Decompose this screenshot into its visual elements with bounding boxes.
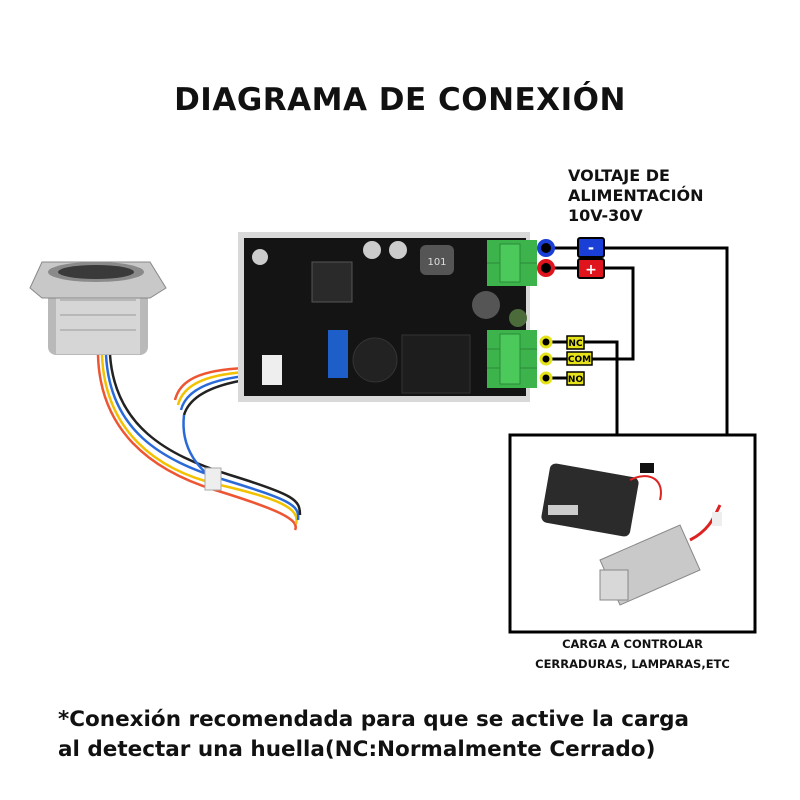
controller-board: 101: [238, 232, 530, 402]
power-label-line2: ALIMENTACIÓN: [568, 186, 704, 205]
no-label: NO: [568, 375, 584, 385]
diagram-title: DIAGRAMA DE CONEXIÓN: [174, 82, 626, 118]
com-label: COM: [568, 355, 591, 365]
power-supply-label: VOLTAJE DE ALIMENTACIÓN 10V-30V: [568, 166, 704, 226]
power-label-line1: VOLTAJE DE: [568, 166, 670, 185]
nc-terminal-icon: [539, 335, 553, 349]
com-terminal-icon: [539, 352, 553, 366]
load-caption-line2: CERRADURAS, LAMPARAS,ETC: [535, 657, 730, 671]
sensor-cable: [96, 354, 302, 531]
negative-terminal-icon: [537, 239, 555, 257]
negative-label: -: [588, 239, 594, 257]
load-caption-line1: CARGA A CONTROLAR: [562, 637, 703, 651]
footer-note-line1: *Conexión recomendada para que se active…: [58, 707, 689, 732]
power-terminal-block: [487, 240, 537, 286]
power-label-line3: 10V-30V: [568, 206, 643, 225]
load-box: [508, 433, 757, 634]
solenoid-lock: [599, 504, 722, 606]
wiring: [546, 246, 729, 436]
electronic-lock-black: [541, 463, 662, 537]
nc-label: NC: [568, 339, 583, 349]
svg-text:101: 101: [427, 257, 446, 268]
relay-terminal-block: [487, 330, 537, 388]
positive-terminal-icon: [537, 259, 555, 277]
fingerprint-sensor: [29, 261, 167, 355]
footer-note-line2: al detectar una huella(NC:Normalmente Ce…: [58, 737, 656, 762]
positive-label: +: [585, 262, 597, 278]
no-terminal-icon: [539, 371, 553, 385]
